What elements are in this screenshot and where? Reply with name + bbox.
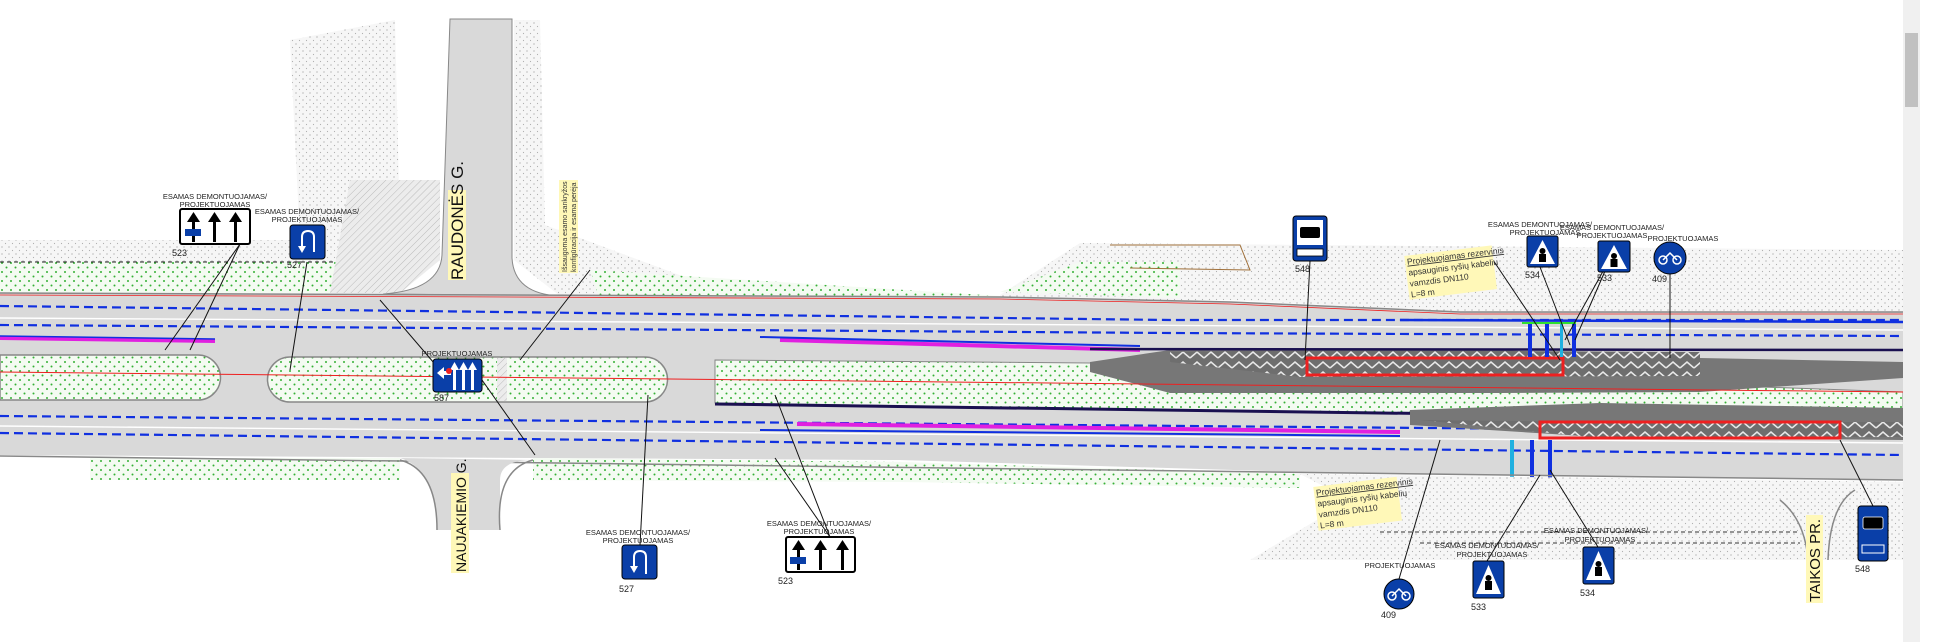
street-label-naujakiemio: NAUJAKIEMIO G.: [451, 458, 469, 573]
svg-text:409: 409: [1652, 274, 1667, 284]
u-turn-icon: [633, 549, 647, 574]
svg-text:ESAMAS DEMONTUOJAMAS/: ESAMAS DEMONTUOJAMAS/: [767, 519, 872, 528]
svg-text:NAUJAKIEMIO G.: NAUJAKIEMIO G.: [453, 458, 469, 572]
sign-523-top[interactable]: ESAMAS DEMONTUOJAMAS/ PROJEKTUOJAMAS 523: [163, 192, 268, 258]
svg-text:PROJEKTUOJAMAS: PROJEKTUOJAMAS: [1565, 535, 1636, 544]
svg-text:ESAMAS DEMONTUOJAMAS/: ESAMAS DEMONTUOJAMAS/: [1560, 223, 1665, 232]
svg-text:ESAMAS DEMONTUOJAMAS/: ESAMAS DEMONTUOJAMAS/: [1544, 526, 1649, 535]
svg-text:PROJEKTUOJAMAS: PROJEKTUOJAMAS: [422, 349, 493, 358]
sign-523-bottom[interactable]: ESAMAS DEMONTUOJAMAS/ PROJEKTUOJAMAS 523: [767, 519, 872, 586]
sign-548-top[interactable]: 548: [1292, 215, 1328, 274]
sign-533-bottom[interactable]: ESAMAS DEMONTUOJAMAS/ PROJEKTUOJAMAS 533: [1435, 541, 1540, 612]
bus-icon: [1300, 227, 1320, 238]
note-cable-bottom: Projektuojamas rezervinis apsauginis ryš…: [1313, 476, 1413, 531]
svg-text:ESAMAS DEMONTUOJAMAS/: ESAMAS DEMONTUOJAMAS/: [1435, 541, 1540, 550]
sign-409-top[interactable]: PROJEKTUOJAMAS 409: [1648, 234, 1719, 284]
svg-text:TAIKOS PR.: TAIKOS PR.: [1807, 519, 1824, 602]
vertical-scrollbar[interactable]: [1903, 0, 1920, 642]
svg-text:konfigūracija ir esama perėja: konfigūracija ir esama perėja: [571, 182, 578, 272]
svg-text:PROJEKTUOJAMAS: PROJEKTUOJAMAS: [1457, 550, 1528, 559]
svg-text:PROJEKTUOJAMAS: PROJEKTUOJAMAS: [1577, 231, 1648, 240]
svg-text:PROJEKTUOJAMAS: PROJEKTUOJAMAS: [603, 536, 674, 545]
bus-icon: [790, 557, 806, 564]
svg-text:PROJEKTUOJAMAS: PROJEKTUOJAMAS: [784, 527, 855, 536]
svg-text:523: 523: [172, 248, 187, 258]
sign-548-bottom[interactable]: 548: [1855, 505, 1889, 574]
sign-534-bottom[interactable]: ESAMAS DEMONTUOJAMAS/ PROJEKTUOJAMAS 534: [1544, 526, 1649, 598]
svg-text:PROJEKTUOJAMAS: PROJEKTUOJAMAS: [272, 215, 343, 224]
svg-text:548: 548: [1855, 564, 1870, 574]
svg-text:PROJEKTUOJAMAS: PROJEKTUOJAMAS: [1648, 234, 1719, 243]
svg-text:L=8 m: L=8 m: [1410, 287, 1435, 300]
sign-409-bottom[interactable]: PROJEKTUOJAMAS 409: [1365, 561, 1436, 620]
svg-text:RAUDONĖS G.: RAUDONĖS G.: [448, 161, 467, 280]
svg-text:PROJEKTUOJAMAS: PROJEKTUOJAMAS: [180, 200, 251, 209]
street-label-raudones: RAUDONĖS G.: [448, 161, 467, 280]
svg-text:ESAMAS DEMONTUOJAMAS/: ESAMAS DEMONTUOJAMAS/: [255, 207, 360, 216]
svg-text:L=8 m: L=8 m: [1319, 518, 1344, 531]
svg-text:533: 533: [1471, 602, 1486, 612]
svg-text:534: 534: [1525, 270, 1540, 280]
sign-533-top[interactable]: ESAMAS DEMONTUOJAMAS/ PROJEKTUOJAMAS 533: [1560, 223, 1665, 283]
svg-text:ESAMAS DEMONTUOJAMAS/: ESAMAS DEMONTUOJAMAS/: [586, 528, 691, 537]
svg-text:523: 523: [778, 576, 793, 586]
svg-text:548: 548: [1295, 264, 1310, 274]
u-turn-icon: [301, 229, 315, 252]
south-sidewalk: [0, 455, 1904, 560]
sign-527-top[interactable]: ESAMAS DEMONTUOJAMAS/ PROJEKTUOJAMAS 527: [255, 207, 360, 270]
svg-text:Išsaugoma esamo sankryžos: Išsaugoma esamo sankryžos: [562, 181, 569, 272]
bicycle-icon: [1387, 587, 1411, 601]
svg-text:527: 527: [287, 260, 302, 270]
bicycle-icon: [1658, 251, 1682, 265]
sign-527-bottom[interactable]: ESAMAS DEMONTUOJAMAS/ PROJEKTUOJAMAS 527: [586, 528, 691, 594]
svg-text:527: 527: [619, 584, 634, 594]
svg-text:534: 534: [1580, 588, 1595, 598]
sign-587[interactable]: PROJEKTUOJAMAS 587: [422, 349, 493, 403]
svg-text:PROJEKTUOJAMAS: PROJEKTUOJAMAS: [1365, 561, 1436, 570]
bus-icon: [1862, 516, 1884, 530]
scrollbar-thumb[interactable]: [1905, 33, 1918, 107]
svg-text:409: 409: [1381, 610, 1396, 620]
sign-534-top[interactable]: ESAMAS DEMONTUOJAMAS/ PROJEKTUOJAMAS 534: [1488, 220, 1593, 280]
street-label-taikos: TAIKOS PR.: [1806, 515, 1824, 603]
svg-text:PROJEKTUOJAMAS: PROJEKTUOJAMAS: [1510, 228, 1581, 237]
bus-icon: [185, 229, 201, 236]
svg-text:533: 533: [1597, 273, 1612, 283]
note-intersection: Išsaugoma esamo sankryžos konfigūracija …: [559, 180, 578, 273]
svg-text:ESAMAS DEMONTUOJAMAS/: ESAMAS DEMONTUOJAMAS/: [1488, 220, 1593, 229]
svg-text:ESAMAS DEMONTUOJAMAS/: ESAMAS DEMONTUOJAMAS/: [163, 192, 268, 201]
svg-text:587: 587: [434, 393, 449, 403]
